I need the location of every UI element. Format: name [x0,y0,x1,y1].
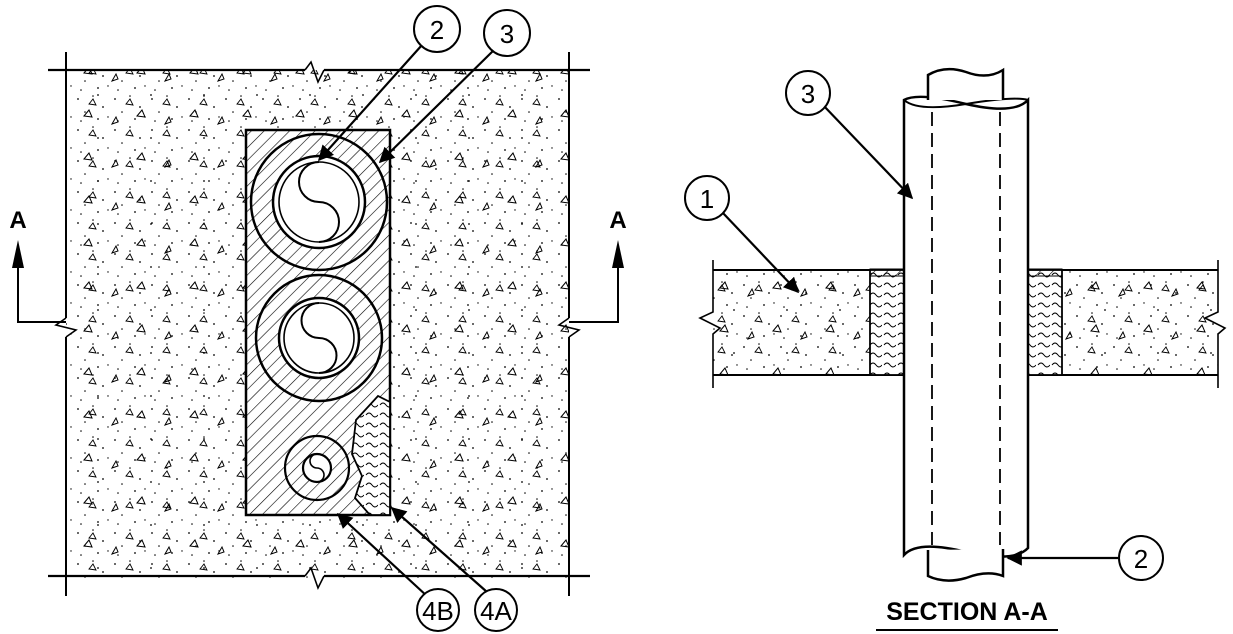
callout-4b: 4B [416,588,460,632]
svg-text:4B: 4B [422,596,454,626]
callout-2-plan: 2 [413,5,461,53]
svg-text:3: 3 [801,79,815,109]
insulated-pipe-middle [254,273,384,403]
section-label-left: A [9,207,26,234]
section-marker-right: A [569,207,627,323]
callout-4a: 4A [474,588,518,632]
packing-right [1028,270,1062,375]
insulated-pipe-top [249,132,389,272]
callout-3-plan: 3 [483,9,531,57]
section-view: 3 1 2 SECTION A-A [684,67,1227,631]
svg-text:2: 2 [1134,544,1148,574]
svg-text:2: 2 [430,15,444,45]
small-pipe [283,434,351,502]
section-title: SECTION A-A [886,598,1048,626]
callout-3-section: 3 [785,70,831,116]
callout-2-section: 2 [1118,535,1164,581]
pipe-bottom-stub [926,549,1005,582]
pipe-top-stub [926,67,1005,100]
section-marker-left: A [9,207,66,323]
section-label-right: A [609,207,626,234]
packing-left [870,270,904,375]
pipe-insulation [902,95,1030,559]
svg-text:1: 1 [700,184,714,214]
svg-text:4A: 4A [480,596,512,626]
callout-1-section: 1 [684,175,730,221]
plan-view: A A 2 3 4B 4A [9,5,627,632]
svg-text:3: 3 [500,19,514,49]
